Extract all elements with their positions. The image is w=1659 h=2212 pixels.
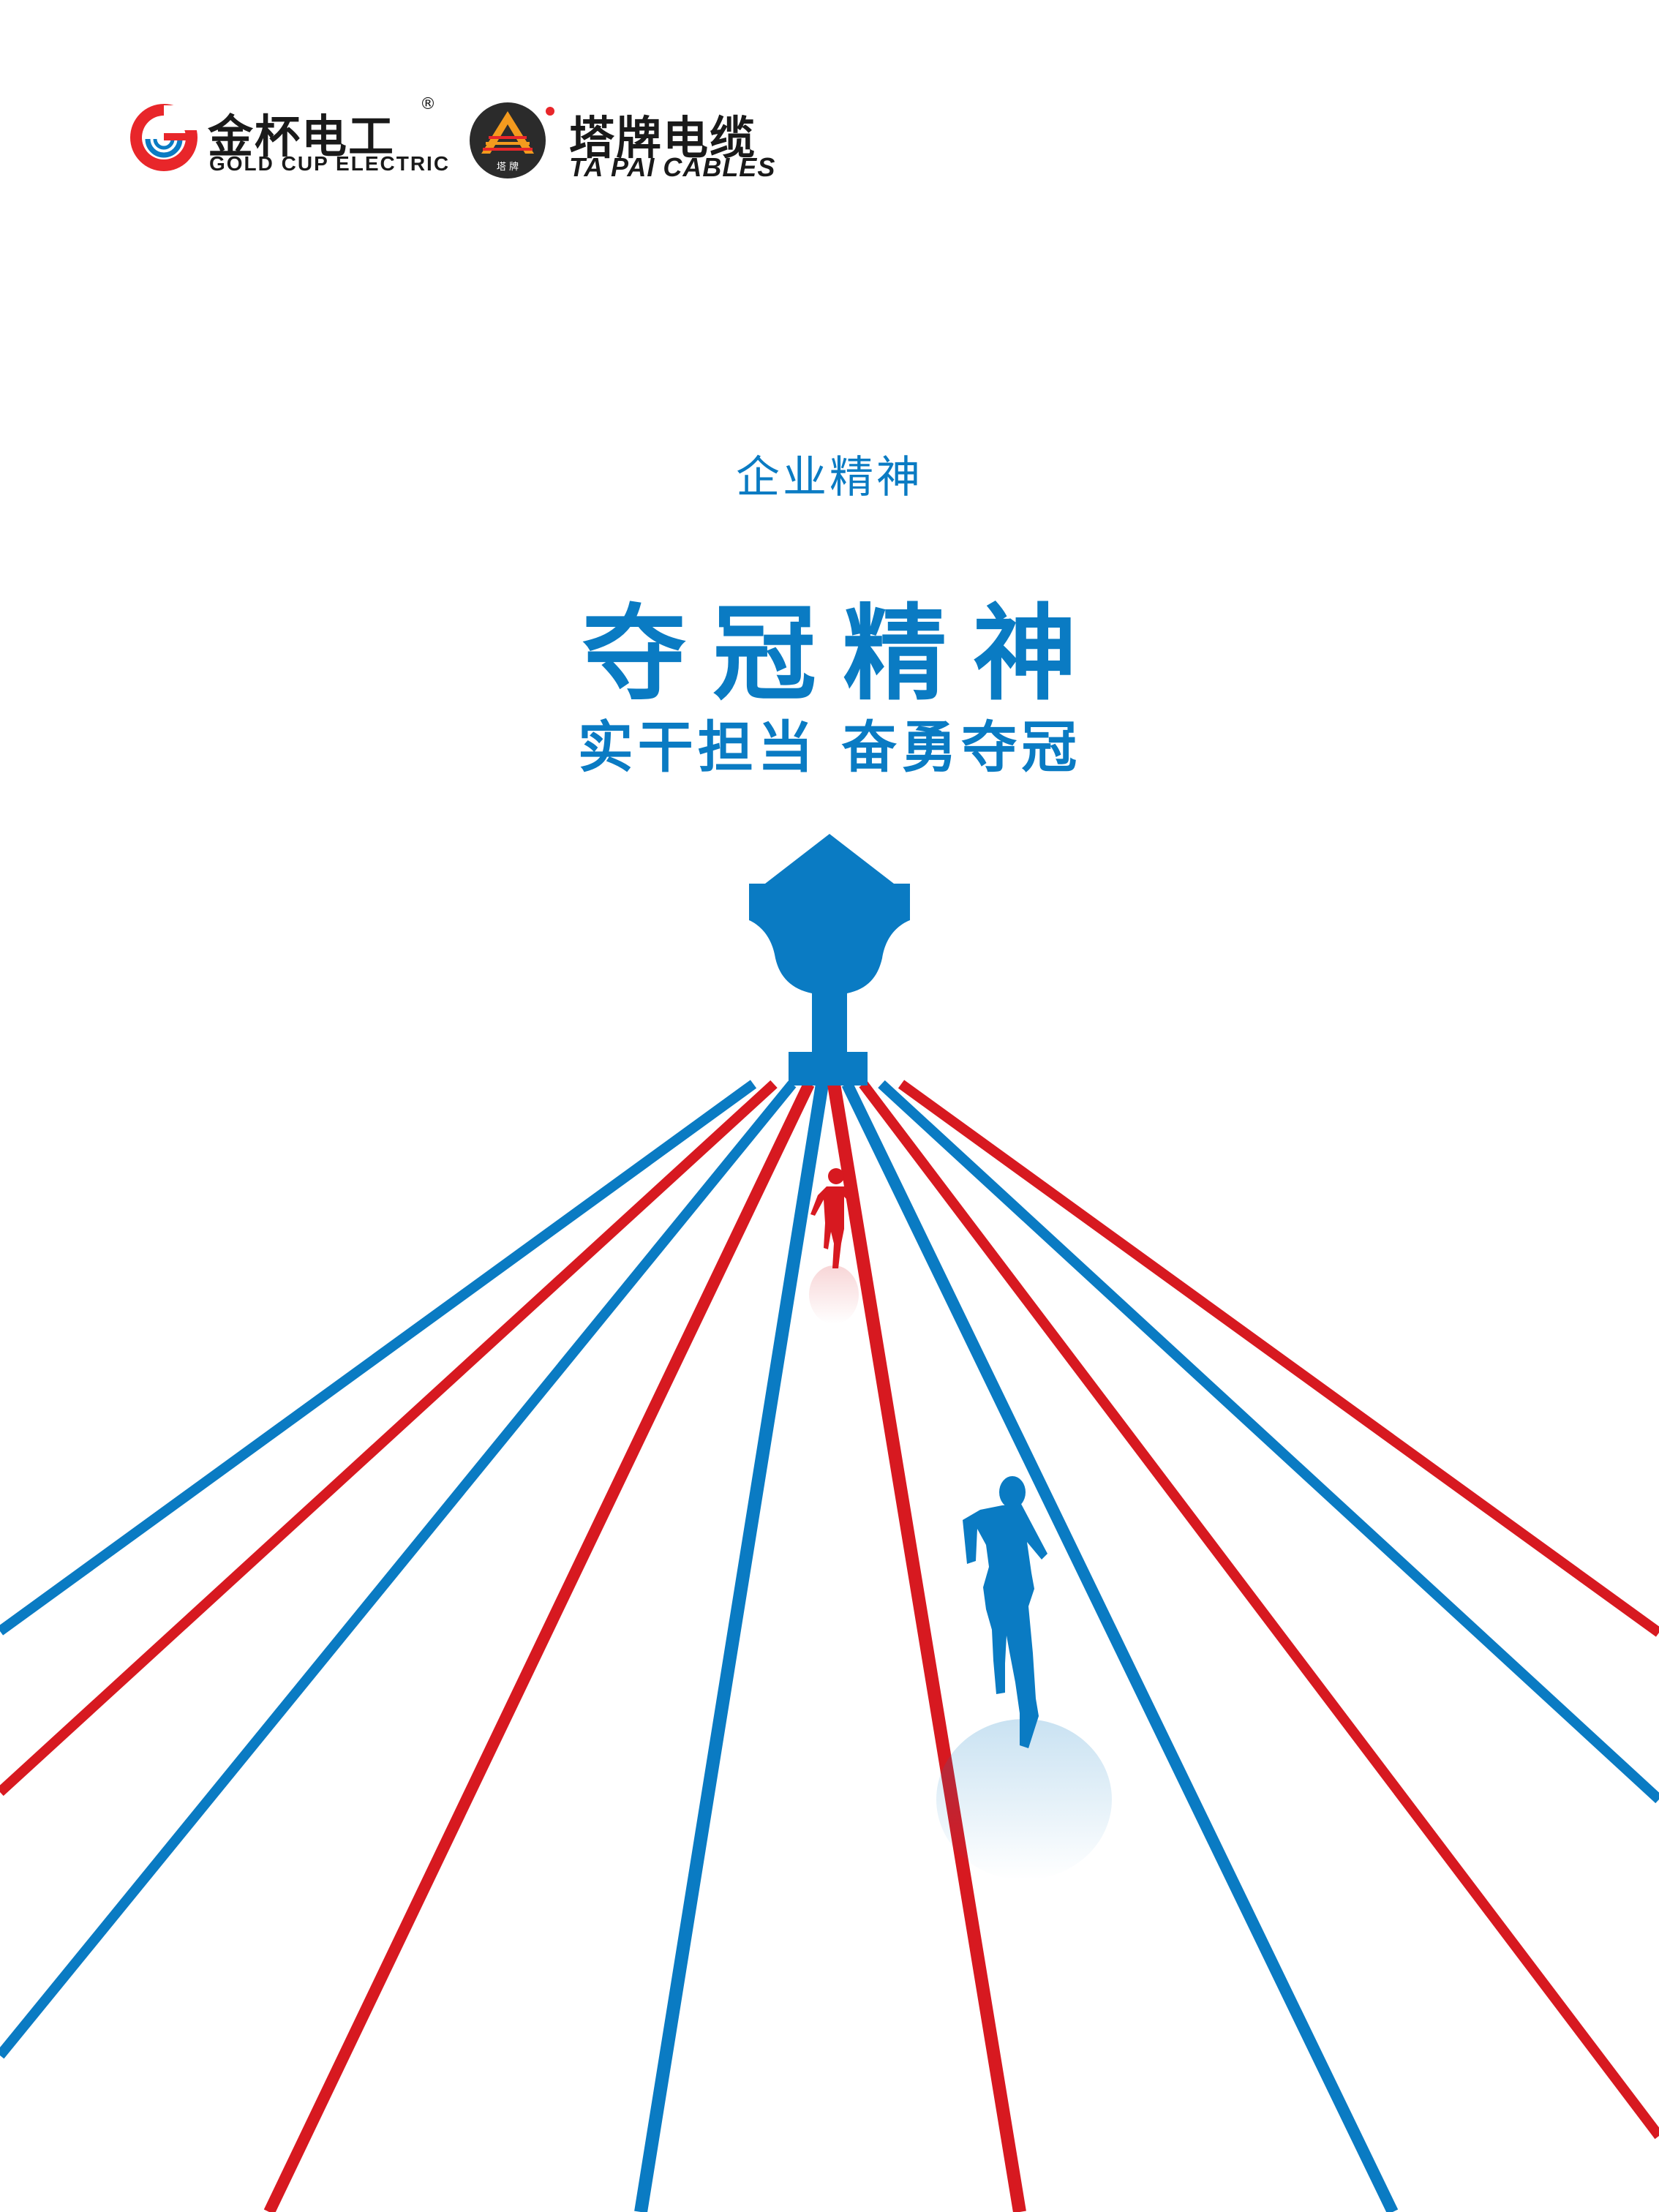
ta-pai-badge-text: 塔 牌 [497, 161, 519, 173]
lane-line [841, 1081, 1399, 2212]
main-title: 夺冠精神 [582, 594, 1103, 715]
gold-cup-name-cn: 金杯电工 [208, 110, 396, 163]
ta-pai-name-en: TA PAI CABLES [569, 152, 776, 182]
runner-blue-icon [936, 1476, 1112, 1880]
ta-pai-logo: 塔 牌 塔牌电缆 TA PAI CABLES [467, 95, 789, 183]
ta-pai-name-cn: 塔牌电缆 [569, 111, 757, 165]
lane-line [0, 1080, 757, 1636]
lane-line [859, 1080, 1659, 2140]
lane-line [634, 1083, 829, 2212]
slogan: 实干担当 奋勇夺冠 [577, 715, 1082, 780]
gold-cup-g-logo-icon [130, 104, 203, 171]
ta-pai-tower-logo-icon: 塔 牌 [470, 102, 554, 178]
gold-cup-name-en: GOLD CUP ELECTRIC [209, 152, 451, 175]
lane-line [898, 1080, 1659, 1637]
gold-cup-logo: 金杯电工 GOLD CUP ELECTRIC ® [126, 95, 448, 183]
lane-line [0, 1080, 778, 1797]
lane-line [827, 1083, 1026, 2212]
lane-line [0, 1080, 797, 2059]
section-label: 企业精神 [736, 452, 923, 503]
track-lanes [0, 1080, 1659, 2212]
trophy-icon [749, 834, 910, 1086]
runner-red-icon [809, 1168, 860, 1324]
lane-line [263, 1081, 815, 2212]
lane-line [878, 1080, 1659, 1804]
registered-mark: ® [420, 95, 436, 113]
